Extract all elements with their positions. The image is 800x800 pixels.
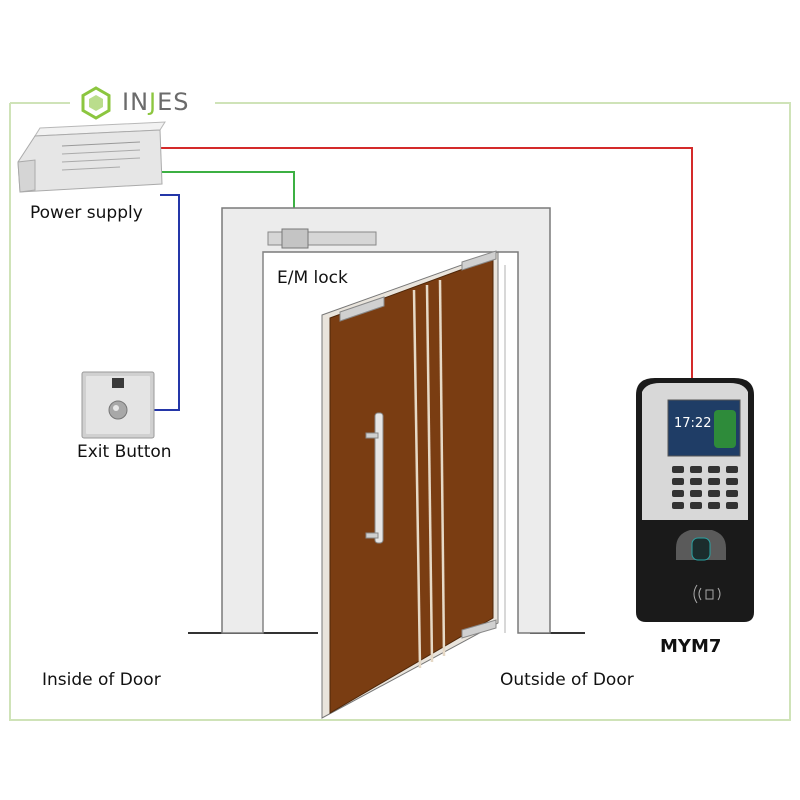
brand-name: INJES — [122, 88, 190, 116]
exit-button-plate — [81, 371, 155, 439]
em-lock — [267, 228, 377, 249]
exit-button-label: Exit Button — [77, 442, 172, 462]
device-model-label: MYM7 — [660, 636, 722, 657]
brand-part-2: J — [149, 88, 158, 116]
brand-part-3: ES — [157, 88, 190, 116]
power-supply-label: Power supply — [30, 203, 143, 223]
blue-wire — [153, 194, 180, 411]
door-frame — [221, 207, 551, 634]
door-leaf — [321, 250, 499, 719]
brand-logo-icon — [81, 86, 111, 120]
power-supply-box — [17, 121, 166, 193]
rfid-icon — [693, 584, 721, 604]
fingerprint-sensor-icon — [676, 530, 726, 561]
door-handle — [365, 412, 384, 544]
device-keypad — [672, 466, 738, 509]
red-wire — [158, 147, 693, 378]
inside-of-door-label: Inside of Door — [42, 670, 161, 690]
outside-of-door-label: Outside of Door — [500, 670, 634, 690]
outer-frame — [9, 102, 791, 721]
em-lock-label: E/M lock — [277, 268, 348, 288]
access-control-device: 17:22 — [636, 378, 754, 622]
device-screen-time: 17:22 — [674, 416, 711, 431]
brand-part-1: IN — [122, 88, 150, 116]
